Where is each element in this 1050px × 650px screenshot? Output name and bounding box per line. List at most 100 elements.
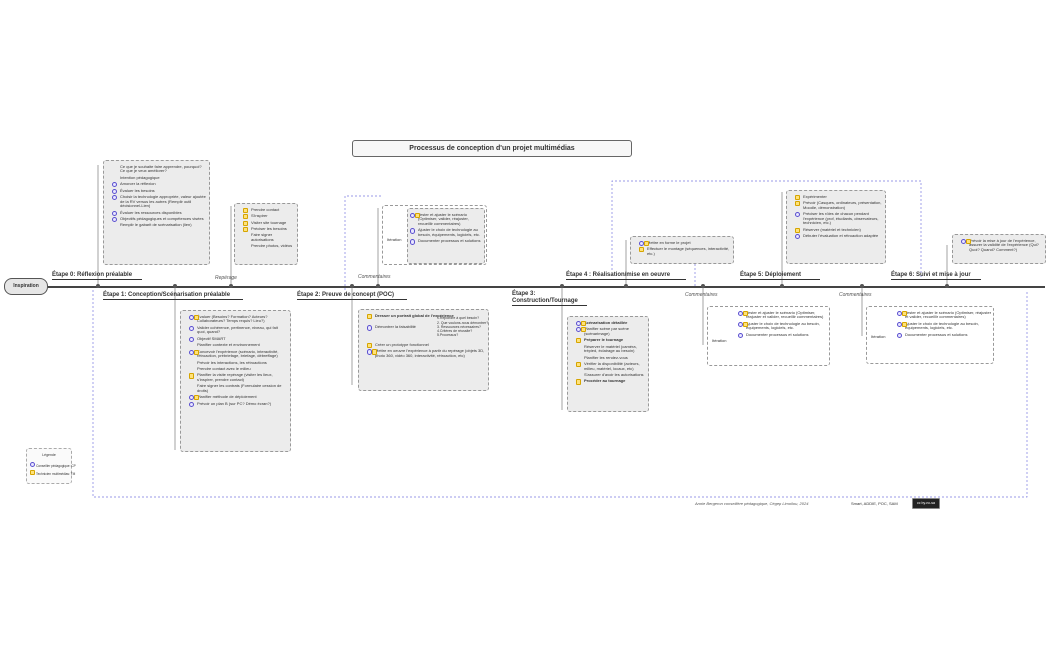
list-item: Remplir le gabarit de scénarisation (lie… <box>120 222 192 228</box>
legend-item: Technicien multimédias: TM <box>30 470 75 476</box>
iteration-list: Tester et ajuster le scénario (Optimiser… <box>407 208 485 264</box>
person-icon <box>738 321 744 327</box>
list-item: Débuter l'évaluation et rétroaction adap… <box>795 233 882 240</box>
list-item: Prévoir (Casques, ordinateurs, présentat… <box>795 200 882 210</box>
person-icon <box>897 332 903 338</box>
stage-5-box: Expérimenter Prévoir (Casques, ordinateu… <box>786 190 886 264</box>
sub-item: 3. Ressources nécessaires? <box>437 324 481 329</box>
list-item: Ajuster le choix de technologie au besoi… <box>410 228 481 237</box>
list-item: Visiter site tournage <box>243 220 294 226</box>
stage-3-sublabel: Construction/Tournage <box>512 298 587 306</box>
timeline-node <box>96 284 100 288</box>
monitor-icon <box>189 373 195 379</box>
monitor-icon <box>743 321 749 327</box>
iteration-list: Tester et ajuster le scénario (Optimiser… <box>738 309 828 339</box>
list-item: Objectifs pédagogiques et compétences vi… <box>112 216 206 223</box>
stage-6-label: Étape 6: Suivi et mise à jour <box>891 272 981 280</box>
person-icon <box>189 336 195 342</box>
list-item: Dresser un portrait global de l'expérien… <box>367 313 485 319</box>
monitor-icon <box>372 349 378 355</box>
monitor-icon <box>194 314 200 320</box>
list-item: Planifier les rendez-vous <box>584 354 628 360</box>
inspiration-node: Inspiration <box>4 278 48 295</box>
monitor-icon <box>795 194 801 200</box>
person-icon <box>112 210 118 216</box>
person-icon <box>189 349 195 355</box>
list-item: Documenter processus et solutions <box>738 332 828 338</box>
list-item: Prendre photos, vidéos <box>251 243 293 249</box>
stage-1-label: Étape 1: Conception/Scénarisation préala… <box>103 292 243 300</box>
reperage-label: Repérage <box>215 275 237 281</box>
monitor-icon <box>243 226 249 233</box>
stage-3-label: Étape 3: <box>512 291 536 297</box>
person-icon <box>367 325 373 331</box>
person-icon <box>639 240 645 246</box>
commentaires-e6-box: Itération Tester et ajuster le scénario … <box>866 306 994 364</box>
commentaires-e4-box: Itération Tester et ajuster le scénario … <box>707 306 830 366</box>
list-item: Objectif SMART <box>189 336 287 342</box>
monitor-icon <box>30 470 36 476</box>
person-icon <box>189 314 195 320</box>
person-icon <box>410 228 416 234</box>
timeline-node <box>560 284 564 288</box>
timeline-node <box>701 284 705 288</box>
timeline-node <box>945 284 949 288</box>
list-item: Mettre en oeuvre l'expérience à partir d… <box>367 349 485 358</box>
commentaires-e2-box: Itération Tester et ajuster le scénario … <box>382 205 487 265</box>
list-item: Planifier scène par scène (scénarimage) <box>576 326 645 336</box>
stage-1-box: Évaluer (Besoins? Formation? Acteurs? Co… <box>180 310 291 452</box>
stage-0-label: Étape 0: Réflexion préalable <box>52 272 142 280</box>
iteration-list: Tester et ajuster le scénario (Optimiser… <box>897 309 992 339</box>
person-icon <box>410 212 416 218</box>
stage-4-box: Mettre en forme le projet Effectuer le m… <box>630 236 734 264</box>
person-icon <box>367 349 373 355</box>
iteration-label: Itération <box>387 237 402 242</box>
cc-license-badge: cc by-nc-sa <box>912 498 940 509</box>
person-icon <box>738 332 744 338</box>
person-icon <box>795 234 801 240</box>
stage-6-box: Prévoir la mise à jour de l'expérience, … <box>952 234 1046 264</box>
legend-item: Conseiller pédagogique: CP <box>30 462 76 468</box>
list-item: Documenter processus et solutions <box>410 239 481 245</box>
list-item: Procéder au tournage <box>576 379 645 385</box>
list-item: Tester et ajuster le scénario (Optimiser… <box>410 212 481 227</box>
list-item: Faire signer autorisations <box>251 232 274 242</box>
list-item: Évaluer les besoins <box>112 188 206 194</box>
commentaires-label-e4: Commentaires <box>685 292 718 298</box>
legend-title: Légende <box>42 453 56 457</box>
list-item: Préciser les besoins <box>243 226 294 233</box>
list-item: Créer un prototype fonctionnel <box>367 342 485 349</box>
list-item: Prévoir les interactions, les rétroactio… <box>197 359 267 365</box>
stage-3-box: Scénarisation détaillée Planifier scène … <box>567 316 649 412</box>
list-item: Évaluer les ressources disponibles <box>112 210 206 216</box>
timeline-node <box>860 284 864 288</box>
list-item: Tester et ajuster le scénario (Optimiser… <box>897 310 992 320</box>
list-item: Tester et ajuster le scénario (Optimiser… <box>738 310 828 320</box>
person-icon <box>189 395 195 401</box>
person-icon <box>897 310 903 316</box>
person-icon <box>112 216 118 223</box>
timeline-node <box>624 284 628 288</box>
list-item: Expérimenter <box>795 194 882 200</box>
person-icon <box>112 182 118 188</box>
monitor-icon <box>576 379 582 385</box>
stage-2-label: Étape 2: Preuve de concept (POC) <box>297 292 407 300</box>
list-item: Réserver (matériel et technicien) <box>795 227 882 233</box>
list-item: Planifier contexte et environnement <box>197 342 260 348</box>
person-icon <box>738 310 744 316</box>
monitor-icon <box>367 342 373 349</box>
list-item: Ajuster le choix de technologie au besoi… <box>738 321 828 331</box>
person-icon <box>897 321 903 327</box>
diagram-title: Processus de conception d'un projet mult… <box>352 140 632 157</box>
list-item: Intention pédagogique <box>120 174 160 180</box>
monitor-icon <box>194 349 200 355</box>
list-item: Ajuster le choix de technologie au besoi… <box>897 321 992 331</box>
monitor-icon <box>644 240 650 246</box>
list-item: Préciser les rôles de chacun pendant l'e… <box>795 211 882 226</box>
stage-0-box: Ce que je souhaite faire apprendre, pour… <box>103 160 210 265</box>
person-icon <box>576 327 582 333</box>
monitor-icon <box>902 310 908 316</box>
list-item: Scénarisation détaillée <box>576 320 645 326</box>
person-icon <box>189 401 195 407</box>
person-icon <box>410 239 416 245</box>
